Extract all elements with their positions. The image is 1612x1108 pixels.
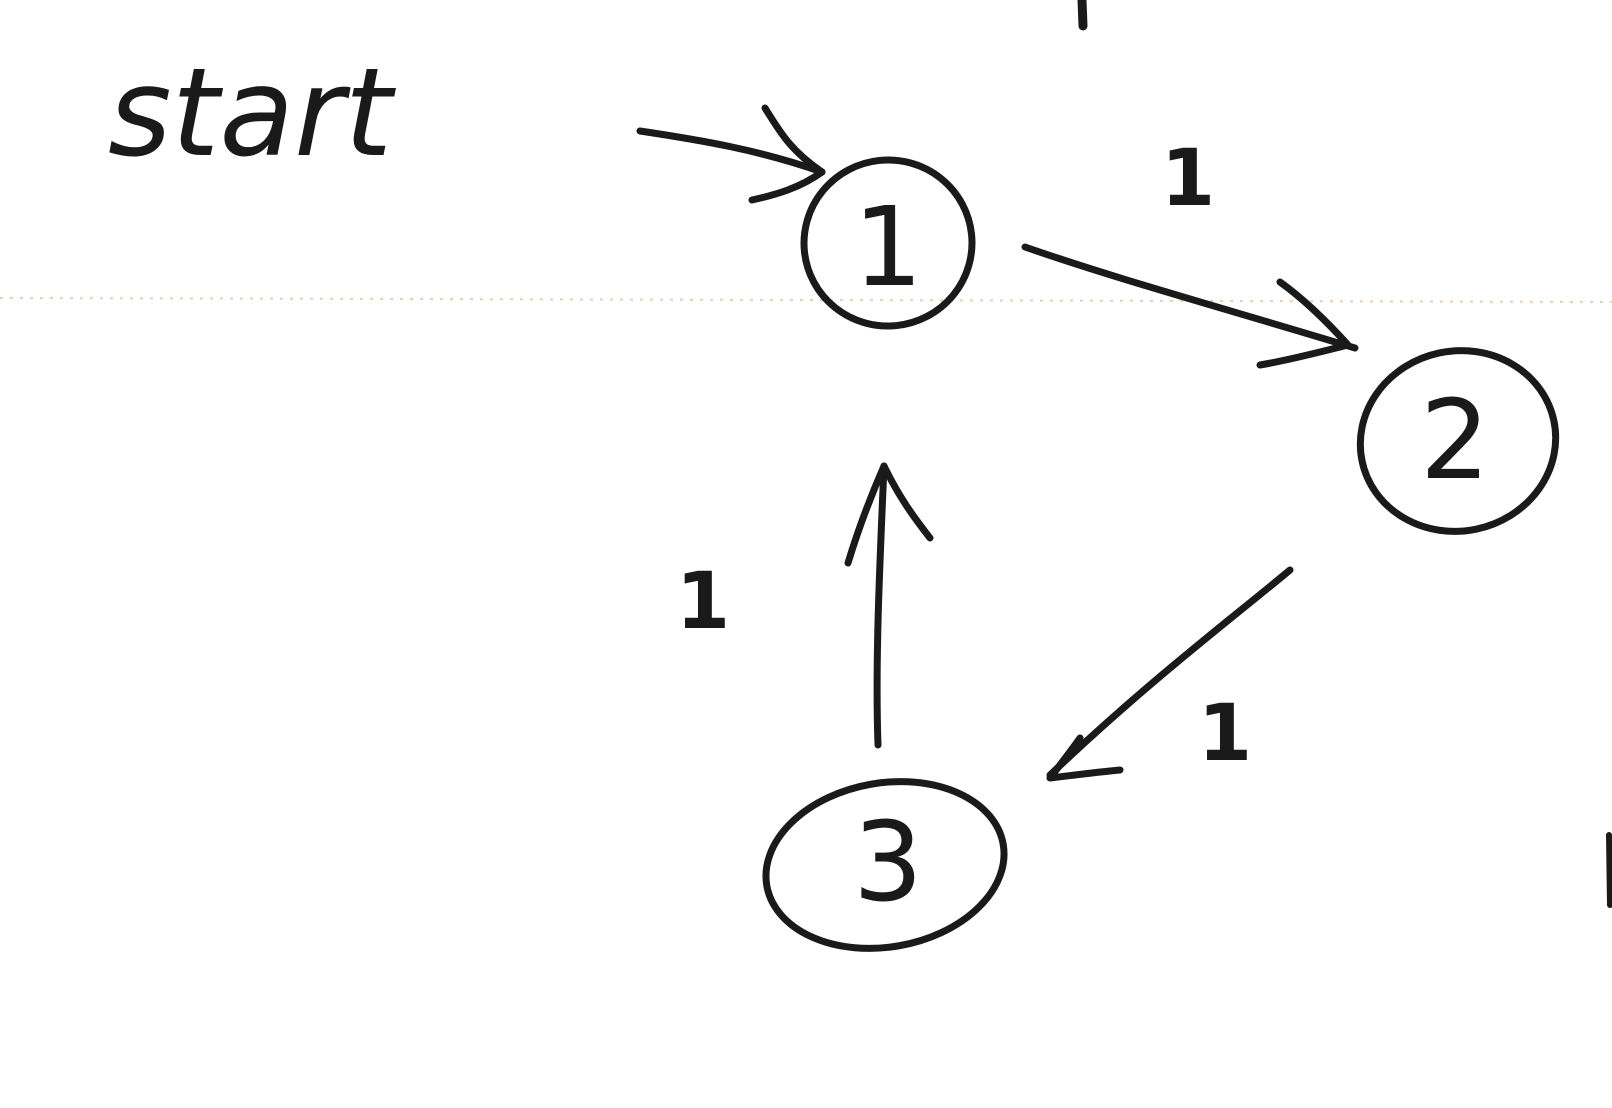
edge-2-to-3: 1 bbox=[1046, 566, 1294, 782]
edge-2-to-3-arrowhead bbox=[1046, 734, 1124, 782]
edge-2-to-3-weight: 1 bbox=[1198, 689, 1252, 779]
node-3-circle bbox=[762, 778, 1008, 952]
edge-3-to-1-weight: 1 bbox=[676, 557, 730, 647]
paper-rule-line bbox=[0, 297, 1612, 303]
edge-1-to-2-weight: 1 bbox=[1161, 134, 1215, 224]
edge-3-to-1-arrowhead bbox=[844, 462, 934, 567]
node-2-label: 2 bbox=[1420, 376, 1490, 504]
stray-mark-top bbox=[1077, 0, 1088, 31]
edge-1-to-2-arrowhead bbox=[1256, 278, 1352, 369]
edge-2-to-3-line bbox=[1046, 566, 1294, 779]
node-3-label: 3 bbox=[853, 798, 923, 926]
edge-1-to-2: 1 bbox=[1021, 134, 1359, 369]
start-label: start bbox=[108, 42, 396, 184]
edge-1-to-2-line bbox=[1021, 243, 1359, 352]
node-2-circle bbox=[1356, 347, 1560, 535]
node-1-label: 1 bbox=[853, 183, 923, 311]
node-1: 1 bbox=[800, 156, 976, 330]
node-2: 2 bbox=[1356, 347, 1560, 535]
start-arrow bbox=[636, 104, 826, 204]
node-1-circle bbox=[800, 156, 976, 330]
edge-3-to-1-line bbox=[873, 462, 888, 749]
stray-mark-right bbox=[1606, 832, 1612, 908]
node-3: 3 bbox=[762, 778, 1008, 952]
edge-3-to-1: 1 bbox=[676, 462, 934, 749]
